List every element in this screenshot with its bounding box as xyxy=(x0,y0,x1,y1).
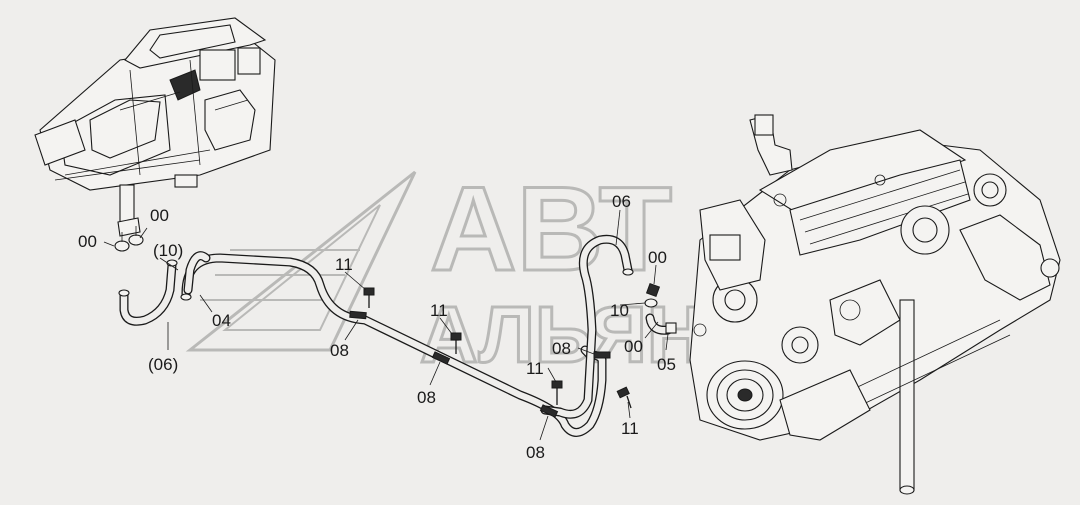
label-part-08-d: 08 xyxy=(526,443,545,462)
bolt-11-b-icon xyxy=(450,332,462,354)
part-labels: 00 00 (10) 04 (06) 11 08 11 08 08 11 08 … xyxy=(78,192,676,462)
label-part-10-paren: (10) xyxy=(153,241,183,260)
label-part-10: 10 xyxy=(610,301,629,320)
bolt-11-set xyxy=(363,287,632,409)
label-part-08-b: 08 xyxy=(552,339,571,358)
bolt-11-c-icon xyxy=(551,380,563,405)
hose-06-left xyxy=(118,259,178,326)
label-part-06: 06 xyxy=(612,192,631,211)
label-part-06-paren: (06) xyxy=(148,355,178,374)
clamp-08-set xyxy=(349,310,611,418)
label-part-00-a: 00 xyxy=(78,232,97,251)
label-part-11-d: 11 xyxy=(621,419,639,438)
watermark-line1: АВТ xyxy=(430,162,672,296)
bolt-11-d-icon xyxy=(616,386,632,409)
label-part-00-b: 00 xyxy=(150,206,169,225)
label-part-11-b: 11 xyxy=(430,301,448,320)
label-part-00-c: 00 xyxy=(648,248,667,267)
bolt-11-a-icon xyxy=(363,287,375,308)
engine-block xyxy=(689,114,1061,495)
label-part-11-a: 11 xyxy=(335,255,353,274)
label-part-05: 05 xyxy=(657,355,676,374)
label-part-08-c: 08 xyxy=(417,388,436,407)
heater-unit xyxy=(34,17,276,237)
leader-lines xyxy=(159,209,669,441)
label-part-04: 04 xyxy=(212,311,231,330)
label-part-11-c: 11 xyxy=(526,359,544,378)
watermark-logo: АВТ АЛЬЯНС xyxy=(185,161,764,381)
engine-fittings xyxy=(644,282,677,335)
heater-fittings xyxy=(103,226,148,252)
label-part-00-d: 00 xyxy=(624,337,643,356)
label-part-08-a: 08 xyxy=(330,341,349,360)
hose-upper xyxy=(540,234,634,419)
